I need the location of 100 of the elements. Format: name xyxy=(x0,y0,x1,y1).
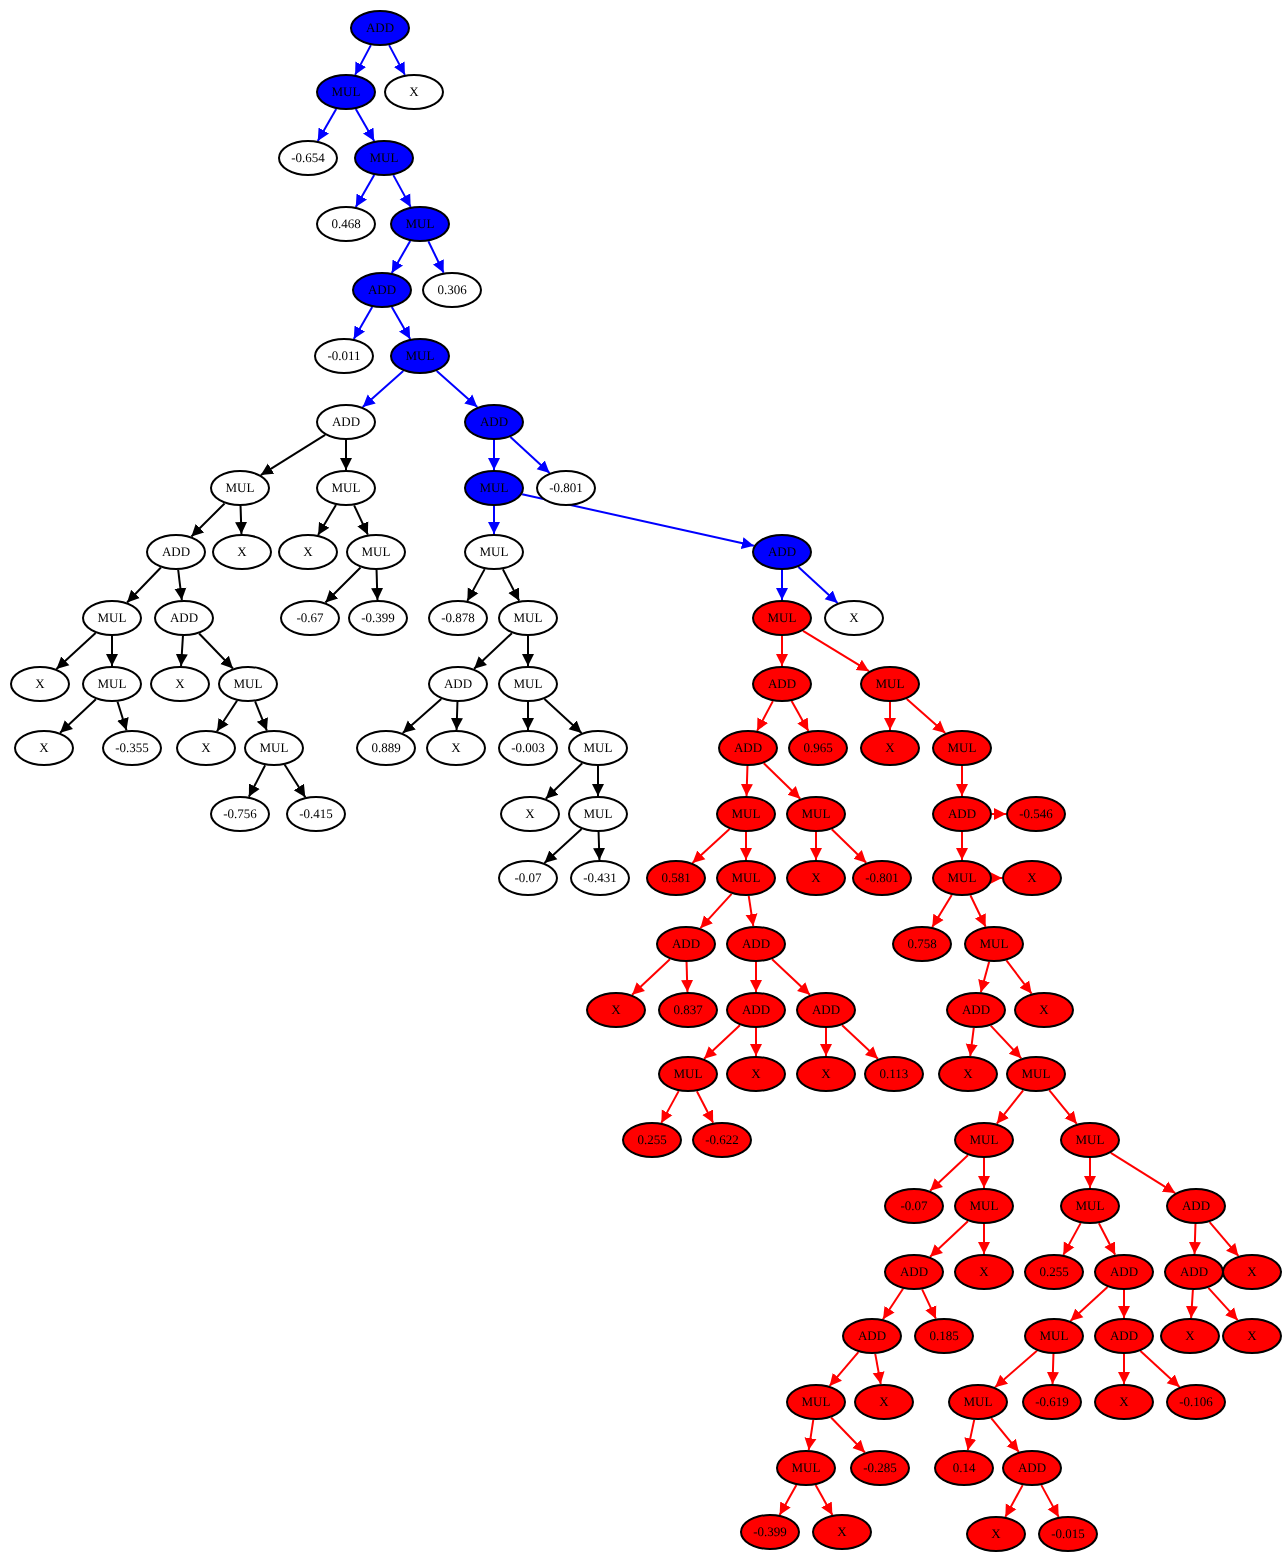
arrow xyxy=(354,174,376,208)
arrow xyxy=(884,701,896,731)
arrow xyxy=(352,306,374,340)
arrow xyxy=(956,831,968,861)
arrow xyxy=(488,505,500,535)
arrow xyxy=(473,632,513,670)
arrow xyxy=(990,1417,1020,1453)
arrow xyxy=(259,433,327,477)
arrow xyxy=(1046,1353,1059,1385)
arrow xyxy=(435,369,479,409)
arrow xyxy=(776,569,788,601)
arrow xyxy=(778,1484,798,1516)
arrow xyxy=(390,240,412,274)
arrow xyxy=(593,831,606,861)
arrow xyxy=(316,108,338,142)
arrow xyxy=(969,894,987,928)
arrow xyxy=(905,697,947,735)
arrow xyxy=(174,568,187,602)
arrow xyxy=(929,1154,969,1192)
arrow xyxy=(762,762,802,800)
arrow xyxy=(340,439,352,471)
arrow xyxy=(978,1223,990,1255)
arrow xyxy=(830,828,868,864)
arrow xyxy=(991,808,1007,820)
arrow xyxy=(882,1287,904,1321)
arrow xyxy=(681,961,694,993)
arrow xyxy=(699,892,733,930)
arrow xyxy=(1069,1286,1109,1322)
arrow xyxy=(929,1220,969,1258)
arrow xyxy=(543,828,583,864)
arrow xyxy=(190,502,226,538)
arrow xyxy=(543,698,583,734)
arrow xyxy=(354,44,372,76)
arrow xyxy=(956,765,968,797)
arrow xyxy=(797,566,839,604)
arrow xyxy=(810,831,822,861)
arrow xyxy=(401,697,443,735)
arrow xyxy=(703,1024,741,1060)
arrow xyxy=(392,174,412,208)
arrow xyxy=(1118,1289,1130,1319)
arrow xyxy=(1040,1484,1060,1518)
arrow xyxy=(1118,1353,1130,1385)
arrow xyxy=(1208,1221,1240,1257)
arrow xyxy=(1004,1484,1024,1518)
arrow xyxy=(750,1027,762,1057)
arrow xyxy=(964,1418,977,1452)
arrow xyxy=(872,1352,885,1386)
arrow xyxy=(544,762,584,800)
arrow xyxy=(931,893,953,929)
arrow xyxy=(388,44,406,76)
arrow xyxy=(921,1288,937,1320)
arrow xyxy=(116,700,129,732)
arrow xyxy=(740,765,753,797)
arrow xyxy=(745,894,758,928)
arrow xyxy=(216,699,238,733)
arrow xyxy=(59,698,97,734)
arrow xyxy=(1048,1089,1078,1125)
arrow xyxy=(509,436,551,474)
arrow xyxy=(978,1157,990,1189)
arrow xyxy=(361,369,405,409)
arrow xyxy=(756,700,774,732)
arrow xyxy=(994,1349,1038,1389)
arrow xyxy=(830,1416,866,1454)
arrow xyxy=(466,568,486,602)
arrow xyxy=(324,566,362,604)
arrow xyxy=(55,632,97,670)
arrow xyxy=(235,505,248,535)
arrow xyxy=(1139,1350,1181,1388)
arrow xyxy=(427,240,445,274)
arrow xyxy=(501,568,521,602)
arrow xyxy=(254,700,268,732)
arrow xyxy=(522,635,534,667)
arrow xyxy=(1097,1222,1117,1256)
arrow xyxy=(790,700,810,732)
arrow xyxy=(990,872,1003,884)
arrow xyxy=(1062,1222,1082,1256)
arrow xyxy=(978,960,991,994)
arrow xyxy=(771,958,811,996)
arrow xyxy=(1084,1157,1096,1189)
arrow xyxy=(283,763,307,799)
arrow xyxy=(965,1026,978,1058)
arrow xyxy=(106,635,118,667)
arrow xyxy=(776,635,788,667)
arrow xyxy=(691,828,731,864)
arrow xyxy=(488,439,500,471)
arrow xyxy=(989,1024,1023,1060)
arrow xyxy=(802,629,870,673)
arrow xyxy=(695,1090,715,1124)
arrow xyxy=(390,306,412,340)
arrow xyxy=(1188,1223,1201,1255)
arrow xyxy=(247,764,267,798)
arrow xyxy=(804,1418,817,1452)
arrow xyxy=(450,701,463,731)
arrow xyxy=(1109,1151,1177,1195)
arrow xyxy=(995,1089,1025,1125)
arrow xyxy=(1207,1286,1239,1322)
arrow xyxy=(126,566,162,604)
arrow xyxy=(175,635,188,667)
arrow xyxy=(371,569,384,601)
arrow xyxy=(354,108,376,142)
